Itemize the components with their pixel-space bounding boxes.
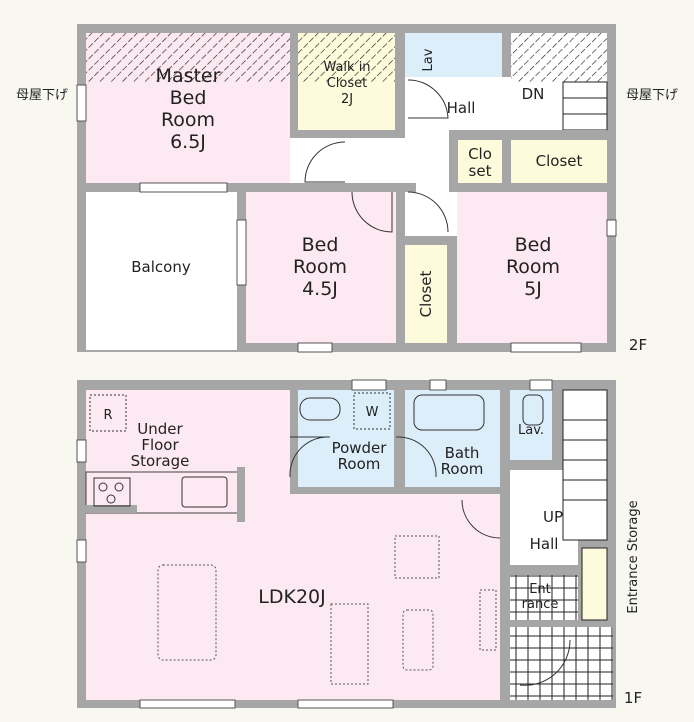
powder-room bbox=[298, 390, 394, 487]
lav-2f-label: Lav bbox=[421, 48, 436, 71]
washer-box bbox=[353, 392, 391, 430]
floor-label-1f: 1F bbox=[624, 689, 642, 707]
furniture-outlines bbox=[157, 535, 497, 685]
master-area: 6.5J bbox=[170, 131, 206, 153]
entrance-label: Ent bbox=[529, 582, 551, 597]
master-label: Room bbox=[161, 109, 215, 131]
second-floor: 母屋下げ 母屋下げ Master Bed Room 6.5J Walk in C… bbox=[16, 24, 678, 354]
toilet-icon bbox=[522, 394, 544, 426]
entrance-storage-label: Entrance Storage bbox=[626, 500, 641, 613]
eave-label-right: 母屋下げ bbox=[626, 88, 678, 103]
porch bbox=[510, 627, 613, 700]
wic-label: Walk in bbox=[323, 60, 370, 75]
floor-label-2f: 2F bbox=[629, 336, 647, 354]
balcony bbox=[86, 192, 237, 350]
lav-2f bbox=[405, 33, 502, 77]
lav-1f-label: Lav. bbox=[518, 423, 544, 438]
master-label: Bed bbox=[170, 87, 207, 109]
r-mark: R bbox=[103, 408, 112, 423]
stair-steps-1f bbox=[563, 419, 607, 501]
under-floor-label: Floor bbox=[141, 436, 179, 454]
windows-1f bbox=[76, 379, 553, 709]
stairs-2f bbox=[511, 33, 607, 82]
bath-room-label: Bath bbox=[445, 444, 480, 462]
doors-2f bbox=[304, 79, 449, 233]
closet-2f-label: Closet bbox=[536, 152, 583, 170]
bedroom-4-5 bbox=[246, 192, 396, 343]
balcony-label: Balcony bbox=[131, 258, 191, 276]
bedroom-4-5-area: 4.5J bbox=[302, 278, 338, 300]
bedroom-4-5-label: Room bbox=[293, 256, 347, 278]
stairs-up-label: UP bbox=[543, 508, 563, 526]
bedroom-5-label: Bed bbox=[515, 234, 552, 256]
bedroom-4-5-label: Bed bbox=[302, 234, 339, 256]
bedroom-5-area: 5J bbox=[524, 278, 542, 300]
doors-1f bbox=[289, 436, 571, 686]
hall-2f-label: Hall bbox=[447, 99, 476, 117]
w-mark: W bbox=[366, 405, 379, 420]
master-label: Master bbox=[156, 65, 221, 87]
stairs-1f bbox=[562, 389, 608, 541]
wic-label: Closet bbox=[327, 76, 368, 91]
entrance-storage bbox=[581, 547, 608, 621]
bedroom-5-label: Room bbox=[506, 256, 560, 278]
windows-2f bbox=[76, 84, 617, 353]
bath-room-label: Room bbox=[441, 460, 484, 478]
hall-1f-label: Hall bbox=[530, 535, 559, 553]
bathtub-icon bbox=[413, 394, 485, 431]
sink-icon bbox=[181, 476, 228, 508]
sink-bowl-icon bbox=[299, 397, 341, 421]
closet-small bbox=[458, 140, 502, 183]
ldk-label: LDK20J bbox=[258, 586, 325, 608]
entrance-label: rance bbox=[522, 597, 559, 612]
closet-vertical-label: Closet bbox=[417, 271, 435, 318]
wic-area: 2J bbox=[341, 92, 353, 107]
eave-label-left: 母屋下げ bbox=[16, 88, 68, 103]
loft-hatch bbox=[86, 33, 290, 82]
closet-vertical bbox=[405, 245, 447, 343]
closet-small-label: Clo bbox=[468, 145, 492, 163]
floor-hatch-box bbox=[89, 394, 127, 432]
powder-room-label: Room bbox=[338, 455, 381, 473]
stairs-down-label: DN bbox=[522, 85, 545, 103]
closet-2f bbox=[511, 140, 607, 183]
first-floor: R W Under Floor Storage Powder Room Bath… bbox=[76, 379, 642, 709]
under-floor-label: Storage bbox=[131, 452, 190, 470]
stove-icon bbox=[93, 477, 131, 507]
powder-room-label: Powder bbox=[332, 439, 388, 457]
bedroom-5 bbox=[457, 192, 607, 343]
closet-small-label: set bbox=[469, 162, 492, 180]
entrance bbox=[510, 575, 578, 620]
under-floor-label: Under bbox=[137, 420, 183, 438]
